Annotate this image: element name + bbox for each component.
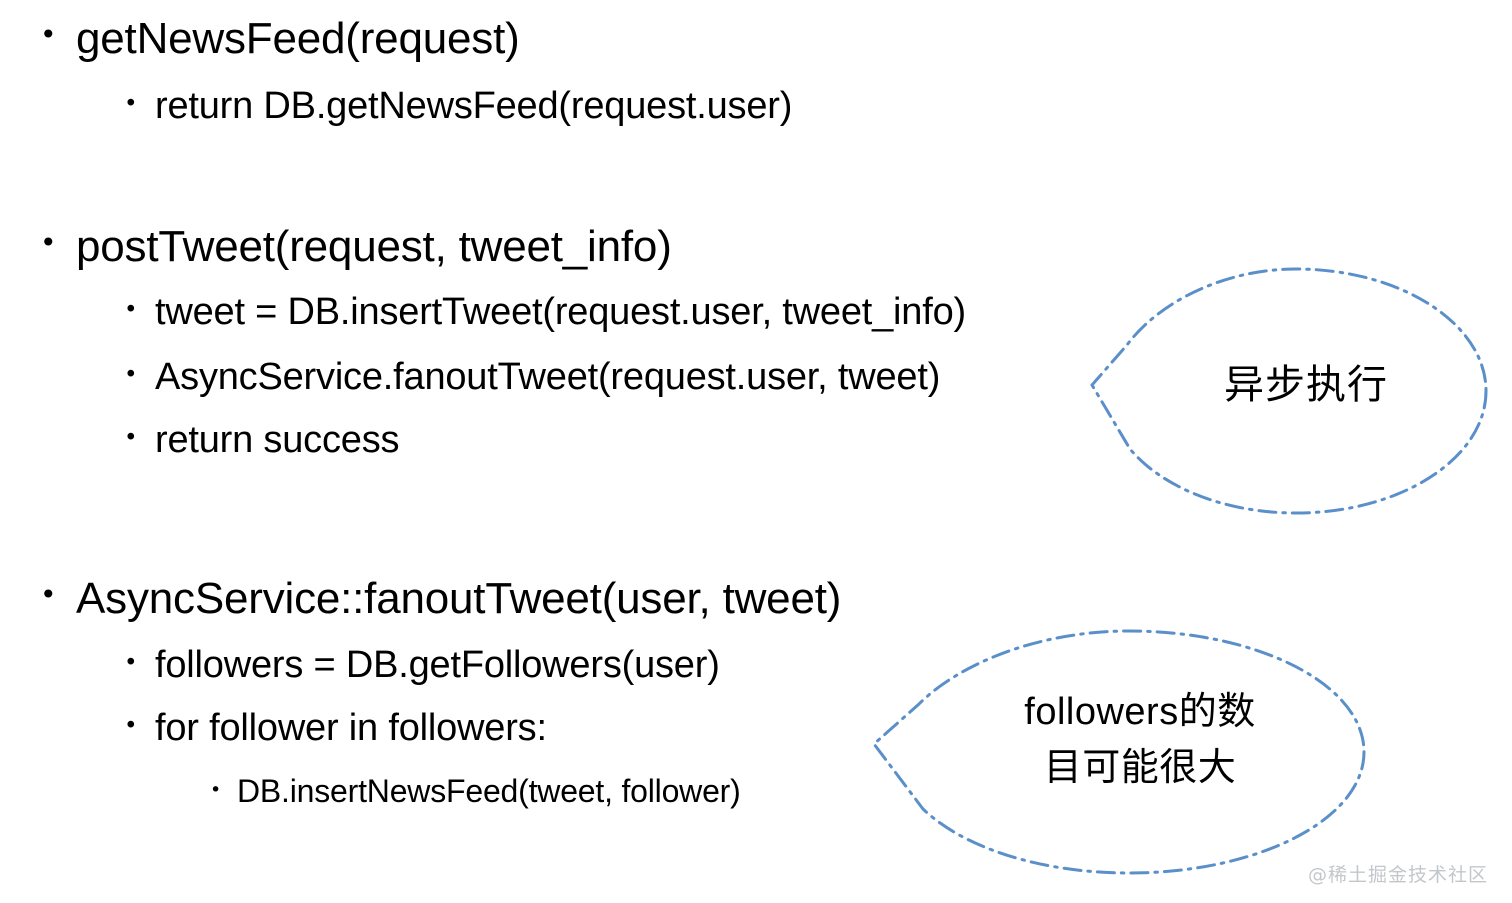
bullet-icon: •	[124, 297, 138, 323]
list-item: • followers = DB.getFollowers(user)	[124, 643, 720, 687]
bullet-icon: •	[40, 226, 57, 259]
list-item: • DB.insertNewsFeed(tweet, follower)	[210, 772, 741, 810]
callout-async-execution: 异步执行	[1085, 262, 1497, 520]
list-item-label: return success	[155, 419, 400, 461]
bullet-icon: •	[124, 650, 138, 676]
list-item: • return DB.getNewsFeed(request.user)	[124, 84, 792, 128]
list-item: • postTweet(request, tweet_info)	[40, 222, 672, 272]
list-item-label: return DB.getNewsFeed(request.user)	[155, 85, 793, 127]
list-item: • return success	[124, 418, 399, 462]
callout-async-label: 异步执行	[1224, 363, 1388, 407]
bullet-icon: •	[124, 91, 138, 117]
callout-oval-shape	[1090, 267, 1488, 515]
watermark: @稀土掘金技术社区	[1307, 864, 1488, 886]
list-item: • getNewsFeed(request)	[40, 14, 520, 64]
callout-followers-count: followers的数 目可能很大	[866, 626, 1372, 880]
list-item-label: followers = DB.getFollowers(user)	[155, 644, 720, 686]
list-item-label: AsyncService::fanoutTweet(user, tweet)	[76, 574, 842, 623]
list-item-label: getNewsFeed(request)	[76, 14, 520, 63]
bullet-icon: •	[124, 425, 138, 451]
list-item: • AsyncService::fanoutTweet(user, tweet)	[40, 574, 841, 624]
list-item: • for follower in followers:	[124, 706, 547, 750]
bullet-icon: •	[210, 779, 222, 801]
bullet-icon: •	[40, 18, 57, 51]
list-item-label: tweet = DB.insertTweet(request.user, twe…	[155, 291, 966, 333]
bullet-icon: •	[124, 362, 138, 388]
bullet-icon: •	[124, 713, 138, 739]
callout-followers-label: followers的数 目可能很大	[1024, 691, 1256, 789]
list-item: • AsyncService.fanoutTweet(request.user,…	[124, 355, 940, 399]
list-item-label: DB.insertNewsFeed(tweet, follower)	[237, 773, 741, 809]
bullet-icon: •	[40, 578, 57, 611]
list-item-label: postTweet(request, tweet_info)	[76, 222, 672, 271]
list-item: • tweet = DB.insertTweet(request.user, t…	[124, 290, 966, 334]
list-item-label: AsyncService.fanoutTweet(request.user, t…	[155, 356, 941, 398]
list-item-label: for follower in followers:	[155, 707, 547, 749]
callout-oval-shape	[871, 629, 1366, 875]
